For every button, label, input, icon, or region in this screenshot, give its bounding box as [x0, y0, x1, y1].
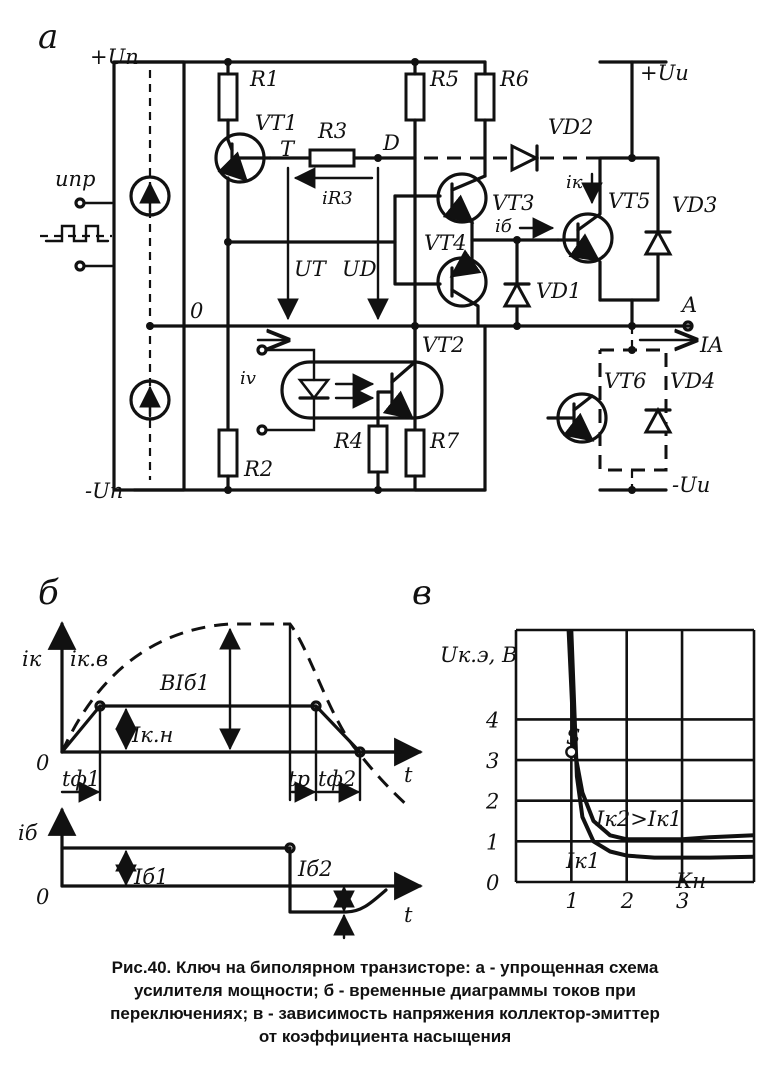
- chart-x-label: Кн: [675, 869, 706, 893]
- point-s-marker: [565, 745, 578, 759]
- r2-label: R2: [243, 457, 273, 481]
- r3-label: R3: [317, 119, 347, 143]
- ik-label: iк: [566, 172, 583, 193]
- ikv-series-label: iк.в: [70, 647, 108, 671]
- chart-annotation: Iк2>Iк1: [595, 807, 682, 831]
- ud-label: UD: [342, 257, 377, 281]
- figure-caption: Рис.40. Ключ на биполярном транзисторе: …: [40, 956, 730, 1048]
- circuit-diagram: а +Uп -Uп 0 uпр: [38, 17, 723, 503]
- series-line-2: [566, 629, 755, 842]
- r5-label: R5: [429, 67, 459, 91]
- caption-line-1: Рис.40. Ключ на биполярном транзисторе: …: [111, 958, 659, 977]
- vt2-optocoupler: [280, 324, 444, 420]
- ib-label: iб: [495, 216, 513, 237]
- ib1-label: Iб1: [133, 865, 168, 889]
- r1-resistor: [217, 72, 239, 122]
- y-tick-label: 3: [486, 749, 499, 773]
- ikn-label: Iк.н: [131, 723, 173, 747]
- tf2-label: tф2: [318, 767, 356, 791]
- vt3-transistor: [436, 172, 488, 224]
- ik-trace: [60, 704, 362, 754]
- node-t-label: T: [280, 137, 296, 161]
- vt4-transistor: [436, 249, 488, 328]
- vd1-diode: [502, 238, 532, 328]
- panel-v-letter: в: [412, 573, 432, 613]
- ir3-label: iR3: [322, 188, 353, 209]
- caption-line-3: переключениях; в - зависимость напряжени…: [110, 1004, 660, 1023]
- r2-resistor: [217, 428, 239, 478]
- r1-label: R1: [249, 67, 279, 91]
- panel-a-letter: а: [38, 17, 58, 57]
- vd4-label: VD4: [670, 369, 715, 393]
- timing-diagram: б iк iк.в 0 t BIб1 Iк.н tф1 tр tф2 iб: [18, 573, 423, 940]
- vt1-label: VT1: [255, 111, 298, 135]
- bottom-t-label: t: [404, 903, 413, 927]
- tr-label: tр: [288, 767, 310, 791]
- x-tick-label: 2: [620, 889, 634, 913]
- x-tick-label: 3: [676, 889, 689, 913]
- r4-resistor: [367, 424, 389, 474]
- y-tick-label: 4: [485, 708, 499, 732]
- input-label: uпр: [55, 167, 96, 191]
- panel-b-letter: б: [38, 573, 59, 613]
- iv-label: iv: [240, 368, 256, 389]
- vd1-label: VD1: [536, 279, 581, 303]
- ik-axis-label: iк: [22, 647, 42, 671]
- vt3-label: VT3: [492, 191, 535, 215]
- r7-resistor: [404, 428, 426, 478]
- input-terminals: uпр: [40, 167, 114, 272]
- vd2-diode: [510, 143, 540, 173]
- out-supply-pos-label: +Uи: [640, 61, 689, 85]
- top-zero-label: 0: [36, 751, 49, 775]
- vt6-label: VT6: [604, 369, 647, 393]
- x-tick-label: 1: [565, 889, 578, 913]
- chart-y-label: Uк.э, В: [440, 643, 517, 667]
- r6-resistor: [474, 72, 496, 122]
- caption-line-2: усилителя мощности; б - временные диагра…: [134, 981, 636, 1000]
- ut-label: UT: [294, 257, 328, 281]
- r4-label: R4: [333, 429, 363, 453]
- vd3-diode: [643, 228, 673, 256]
- r6-label: R6: [499, 67, 529, 91]
- node-d-label: D: [382, 131, 400, 155]
- tf1-label: tф1: [62, 767, 100, 791]
- vd2-label: VD2: [548, 115, 593, 139]
- r5-resistor: [404, 72, 426, 122]
- y-tick-label: 2: [485, 790, 499, 814]
- series-ik1-label: Iк1: [565, 849, 600, 873]
- top-t-label: t: [404, 763, 413, 787]
- caption-line-4: от коэффициента насыщения: [258, 1027, 512, 1046]
- node-zero-label: 0: [190, 299, 203, 323]
- square-wave-icon: [44, 224, 110, 243]
- vt1-transistor: [214, 132, 272, 184]
- ib-axis-label: iб: [18, 821, 38, 845]
- saturation-chart: в Uк.э, В 1 2 3 0 1 2 3 4 Кн Iк2>Iк1 Iк1 S: [412, 573, 756, 913]
- vt5-label: VT5: [608, 189, 651, 213]
- vt6-transistor: [546, 392, 608, 444]
- bottom-zero-label: 0: [36, 885, 49, 909]
- y-tick-label: 1: [486, 830, 499, 854]
- ib2-label: Iб2: [297, 857, 332, 881]
- chart-series: [565, 629, 755, 860]
- vt4-label: VT4: [424, 231, 467, 255]
- out-supply-neg-label: -Uи: [672, 473, 710, 497]
- ib-trace: [60, 846, 388, 914]
- point-s-label: S: [566, 725, 580, 749]
- series-line-1: [569, 629, 755, 860]
- r7-label: R7: [429, 429, 460, 453]
- r3-resistor: [308, 148, 356, 168]
- bib1-label: BIб1: [159, 671, 210, 695]
- vd3-label: VD3: [672, 193, 717, 217]
- chart-ticks: 1 2 3 0 1 2 3 4: [485, 708, 689, 913]
- ia-label: IA: [699, 333, 723, 357]
- vd4-diode: [643, 406, 673, 434]
- y-tick-label: 0: [486, 871, 499, 895]
- chart-grid: [514, 628, 756, 884]
- node-a-label: A: [680, 293, 697, 317]
- power-supply-block: [112, 60, 186, 492]
- vt2-label: VT2: [422, 333, 465, 357]
